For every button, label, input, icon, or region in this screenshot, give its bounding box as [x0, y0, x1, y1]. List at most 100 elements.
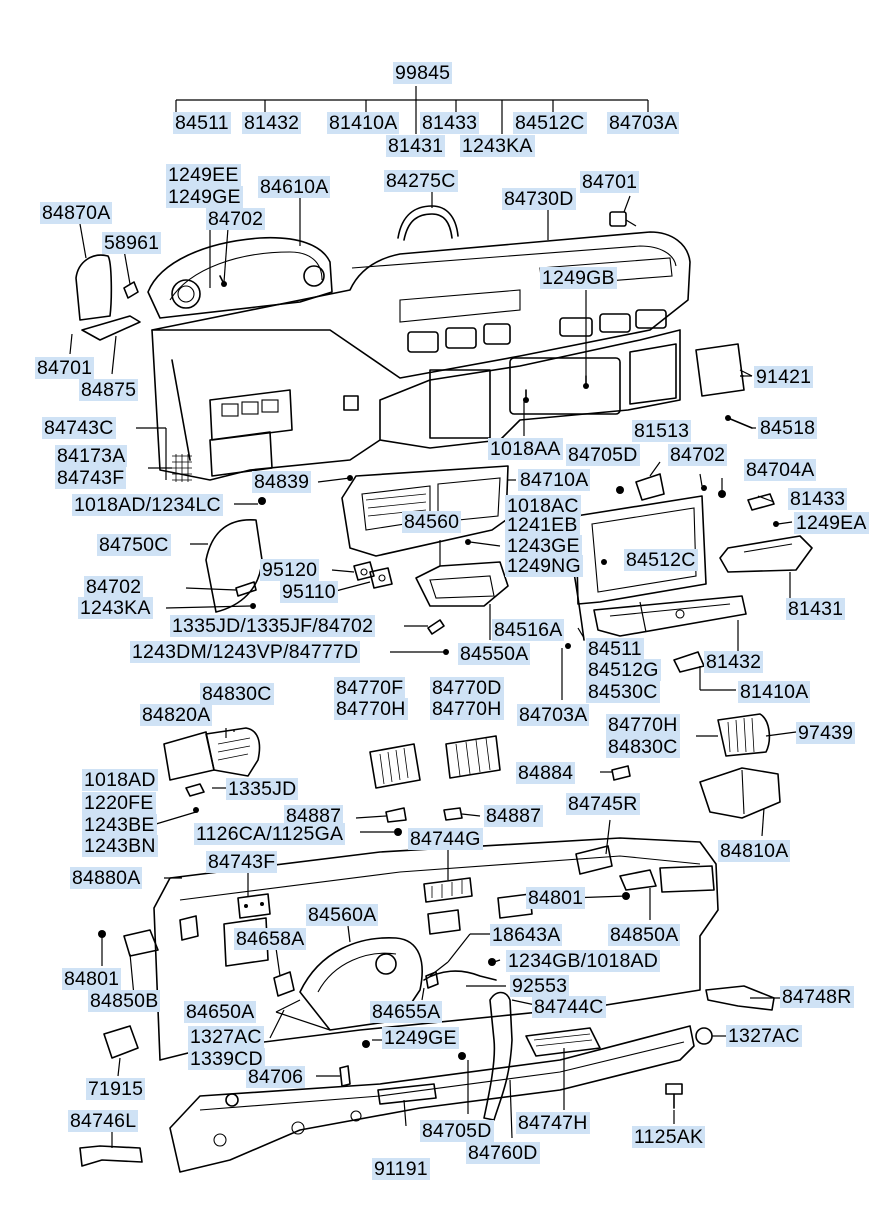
part-label-84850a: 84850A [608, 924, 681, 946]
part-label-84801-mid: 84801 [526, 887, 586, 909]
part-label-97439: 97439 [796, 722, 856, 744]
part-label-1249ge: 1249GE [166, 186, 243, 208]
part-label-84880a: 84880A [70, 867, 143, 889]
part-label-91191: 91191 [372, 1158, 430, 1180]
part-label-84703a-mid: 84703A [517, 704, 590, 726]
part-label-84530c: 84530C [586, 681, 660, 703]
part-label-1243ka-left: 1243KA [78, 597, 153, 619]
part-label-84655a: 84655A [370, 1001, 443, 1023]
part-label-84275c: 84275C [384, 170, 458, 192]
part-label-84512g: 84512G [586, 659, 661, 681]
part-label-1018aa: 1018AA [488, 438, 563, 460]
part-label-1335jd-combo: 1335JD/1335JF/84702 [170, 615, 376, 637]
part-label-91421: 91421 [754, 366, 814, 388]
part-label-84706: 84706 [246, 1066, 306, 1088]
part-label-84743f: 84743F [206, 851, 278, 873]
part-label-81433-mid: 81433 [788, 488, 848, 510]
upper-small-parts [75, 205, 753, 505]
part-label-84839: 84839 [252, 471, 312, 493]
part-label-84173a: 84173A [55, 445, 128, 467]
part-label-84884: 84884 [516, 762, 576, 784]
part-label-84730d: 84730D [502, 188, 576, 210]
part-label-1243dm-combo: 1243DM/1243VP/84777D [130, 641, 361, 663]
part-label-84801-left: 84801 [62, 968, 122, 990]
part-label-92553: 92553 [510, 975, 570, 997]
part-label-81410a: 81410A [327, 112, 400, 134]
part-label-1241eb: 1241EB [505, 514, 580, 536]
part-label-84701-left: 84701 [35, 357, 95, 379]
part-label-84702-mid: 84702 [668, 444, 728, 466]
part-label-81410a-mid: 81410A [738, 681, 811, 703]
part-label-84512c-mid: 84512C [624, 549, 698, 571]
air-vents [163, 713, 781, 836]
part-label-1125ak: 1125AK [632, 1126, 706, 1148]
part-label-1234gb: 1234GB/1018AD [506, 950, 661, 972]
part-label-1327ac-right: 1327AC [726, 1025, 802, 1047]
part-label-1335jd: 1335JD [226, 778, 299, 800]
part-label-58961: 58961 [102, 232, 162, 254]
part-label-84820a: 84820A [140, 704, 213, 726]
part-label-1018ad-1234lc: 1018AD/1234LC [72, 494, 223, 516]
part-label-1243be: 1243BE [82, 814, 157, 836]
part-label-84702-top: 84702 [206, 208, 266, 230]
part-label-84705d: 84705D [420, 1120, 494, 1142]
part-label-1243ge: 1243GE [505, 535, 582, 557]
part-label-1018ad: 1018AD [82, 769, 158, 791]
part-label-1327ac-left: 1327AC [188, 1026, 264, 1048]
part-label-1243ka-top: 1243KA [460, 135, 535, 157]
part-label-81431: 81431 [386, 135, 446, 157]
part-label-84710a: 84710A [518, 469, 591, 491]
part-label-84560a: 84560A [306, 904, 379, 926]
part-label-1249ee: 1249EE [166, 164, 241, 186]
part-label-95110: 95110 [280, 581, 338, 603]
part-label-84770d: 84770D [430, 677, 504, 699]
part-label-84746l: 84746L [68, 1110, 139, 1132]
part-label-84743c: 84743C [42, 417, 116, 439]
part-label-84870a: 84870A [40, 202, 113, 224]
part-label-84511: 84511 [173, 112, 231, 134]
part-label-84745r: 84745R [566, 793, 640, 815]
part-label-84705d-mid: 84705D [566, 444, 640, 466]
part-label-81432: 81432 [242, 112, 302, 134]
part-label-84887-b: 84887 [484, 805, 544, 827]
part-label-1249ge-b: 1249GE [382, 1027, 459, 1049]
top-bracket-tree [175, 86, 649, 134]
part-label-81513: 81513 [632, 420, 692, 442]
leader-lines [69, 192, 797, 1148]
part-label-84560: 84560 [402, 511, 462, 533]
part-label-84760d: 84760D [466, 1142, 540, 1164]
part-label-84770h-a: 84770H [334, 698, 408, 720]
part-label-84750c: 84750C [97, 534, 171, 556]
part-label-84748r: 84748R [780, 986, 854, 1008]
part-label-84701-top: 84701 [580, 171, 640, 193]
part-label-84518: 84518 [758, 417, 818, 439]
part-label-84744c: 84744C [532, 996, 606, 1018]
part-label-84658a: 84658A [234, 928, 307, 950]
part-label-84511-mid: 84511 [586, 638, 644, 660]
part-label-1249ng: 1249NG [505, 555, 583, 577]
part-label-84875: 84875 [79, 379, 139, 401]
part-label-81433: 81433 [420, 112, 480, 134]
part-label-84747h: 84747H [516, 1112, 590, 1134]
part-label-1220fe: 1220FE [82, 792, 156, 814]
part-label-84850b: 84850B [88, 990, 161, 1012]
part-label-1018ac: 1018AC [505, 495, 581, 517]
part-label-84830c-right: 84830C [606, 736, 680, 758]
dashboard-upper-assembly [147, 231, 691, 482]
part-label-84744g: 84744G [408, 828, 483, 850]
part-label-84830c-top: 84830C [200, 683, 274, 705]
part-label-1126ca: 1126CA/1125GA [194, 823, 346, 845]
part-label-1249gb: 1249GB [540, 267, 617, 289]
part-label-84550a: 84550A [458, 643, 531, 665]
part-label-84704a: 84704A [744, 459, 817, 481]
part-label-84770f: 84770F [334, 677, 406, 699]
part-label-18643a: 18643A [490, 924, 563, 946]
part-label-71915: 71915 [86, 1078, 146, 1100]
part-label-84516a: 84516A [492, 619, 565, 641]
part-label-84702-left: 84702 [84, 576, 144, 598]
middle-parts [205, 465, 813, 673]
part-label-1249ea: 1249EA [794, 512, 869, 534]
part-label-81431-mid: 81431 [786, 598, 846, 620]
part-label-84610a: 84610A [258, 176, 331, 198]
